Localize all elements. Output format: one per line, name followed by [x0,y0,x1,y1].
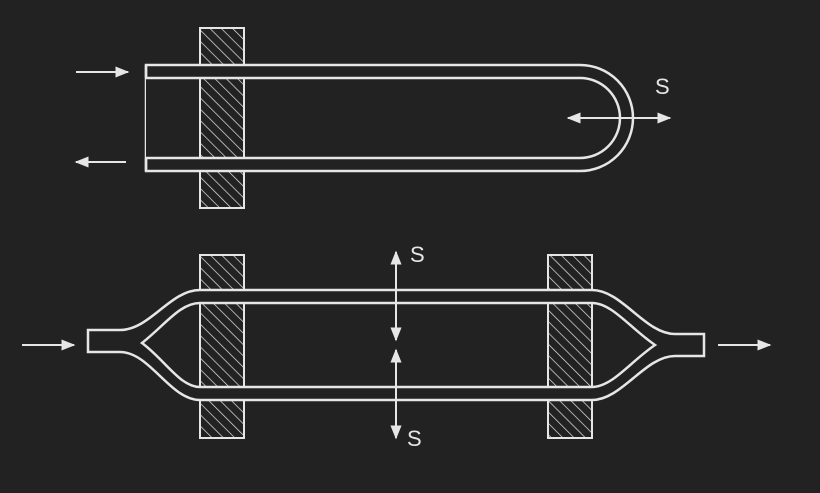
bottom-tube-oscillation-label: S [407,426,422,451]
manifold-inner-wall [139,301,658,389]
straight-tube-assembly [22,250,772,440]
u-tube-assembly [74,27,672,209]
top-tube-oscillation-label: S [410,242,425,267]
u-tube-oscillation-label: S [655,74,670,99]
